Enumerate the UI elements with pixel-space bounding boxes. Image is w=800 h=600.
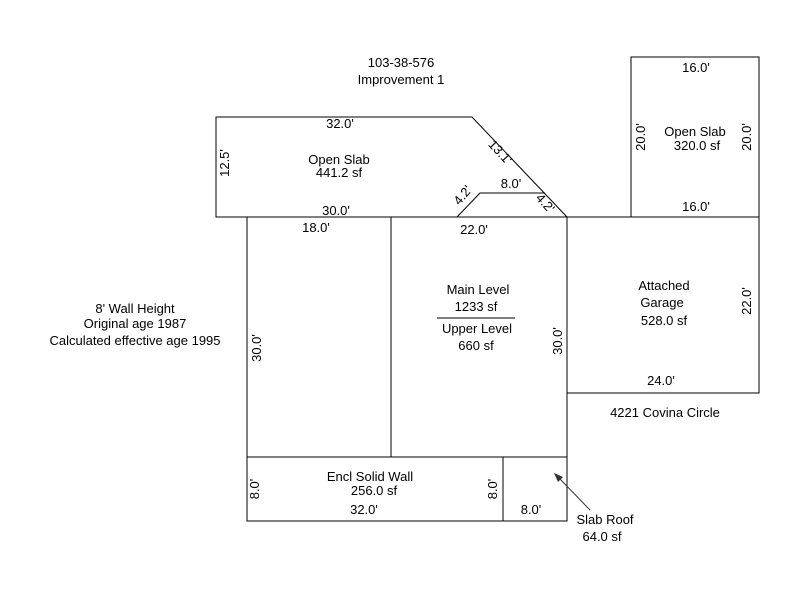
slab-roof-leader	[559, 478, 591, 511]
garage-name-line2: Garage	[640, 295, 683, 310]
garage-outline	[567, 216, 760, 394]
dim-notch-top: 8.0'	[501, 176, 522, 191]
effective-age-note: Calculated effective age 1995	[49, 333, 220, 348]
dim-garage-bottom: 24.0'	[647, 373, 675, 388]
encl-wall-name: Encl Solid Wall	[327, 469, 413, 484]
dim-slab-roof-bottom: 8.0'	[521, 502, 542, 517]
dim-slab-left-top: 32.0'	[326, 116, 354, 131]
dim-main-left: 30.0'	[249, 334, 264, 362]
encl-solid-wall: Encl Solid Wall 256.0 sf 8.0' 8.0' 32.0'	[246, 456, 504, 522]
dim-encl-left: 8.0'	[247, 479, 262, 500]
dim-slab-left-diagonal: 13.1'	[485, 137, 515, 168]
dim-slab-left-bottom: 30.0'	[322, 203, 350, 218]
dim-slab-right-top: 16.0'	[682, 60, 710, 75]
attached-garage: Attached Garage 528.0 sf 22.0' 24.0'	[567, 216, 760, 394]
slab-roof-area: 64.0 sf	[582, 529, 621, 544]
open-slab-left-area: 441.2 sf	[316, 165, 363, 180]
dim-main-top-left: 18.0'	[302, 220, 330, 235]
dim-encl-right: 8.0'	[485, 479, 500, 500]
open-slab-left-name: Open Slab	[308, 152, 369, 167]
dim-slab-right-bottom: 16.0'	[682, 199, 710, 214]
upper-level-area: 660 sf	[458, 338, 494, 353]
upper-level-label: Upper Level	[442, 321, 512, 336]
dim-garage-right: 22.0'	[739, 287, 754, 315]
slab-roof-arrowhead	[554, 473, 563, 482]
property-address: 4221 Covina Circle	[610, 405, 720, 420]
open-slab-right: Open Slab 320.0 sf 16.0' 16.0' 20.0' 20.…	[630, 56, 760, 218]
dim-slab-left-side: 12.5'	[217, 149, 232, 177]
open-slab-left-outline	[215, 116, 568, 218]
main-level: Main Level 1233 sf Upper Level 660 sf 18…	[246, 216, 568, 458]
dim-slab-right-left: 20.0'	[633, 123, 648, 151]
main-level-outline	[246, 216, 568, 458]
dim-encl-bottom: 32.0'	[350, 502, 378, 517]
slab-roof: 8.0' Slab Roof 64.0 sf	[502, 456, 634, 544]
open-slab-right-name: Open Slab	[664, 124, 725, 139]
slab-roof-name: Slab Roof	[576, 512, 633, 527]
garage-name-line1: Attached	[638, 278, 689, 293]
dim-main-right: 30.0'	[550, 327, 565, 355]
slab-roof-outline	[502, 456, 568, 522]
dim-notch-left: 4.2'	[450, 182, 475, 207]
dim-notch-right: 4.2'	[533, 190, 558, 215]
dim-slab-right-right: 20.0'	[739, 123, 754, 151]
garage-area: 528.0 sf	[641, 313, 688, 328]
open-slab-left-notch	[456, 192, 545, 218]
open-slab-right-area: 320.0 sf	[674, 138, 721, 153]
main-level-label: Main Level	[447, 282, 510, 297]
encl-wall-area: 256.0 sf	[351, 483, 398, 498]
wall-height-note: 8' Wall Height	[95, 301, 175, 316]
improvement-label: Improvement 1	[358, 72, 445, 87]
main-level-area: 1233 sf	[455, 299, 498, 314]
open-slab-left: Open Slab 441.2 sf 32.0' 12.5' 13.1' 30.…	[215, 116, 568, 218]
parcel-id: 103-38-576	[368, 55, 435, 70]
dim-main-top-right: 22.0'	[460, 222, 488, 237]
original-age-note: Original age 1987	[84, 316, 187, 331]
